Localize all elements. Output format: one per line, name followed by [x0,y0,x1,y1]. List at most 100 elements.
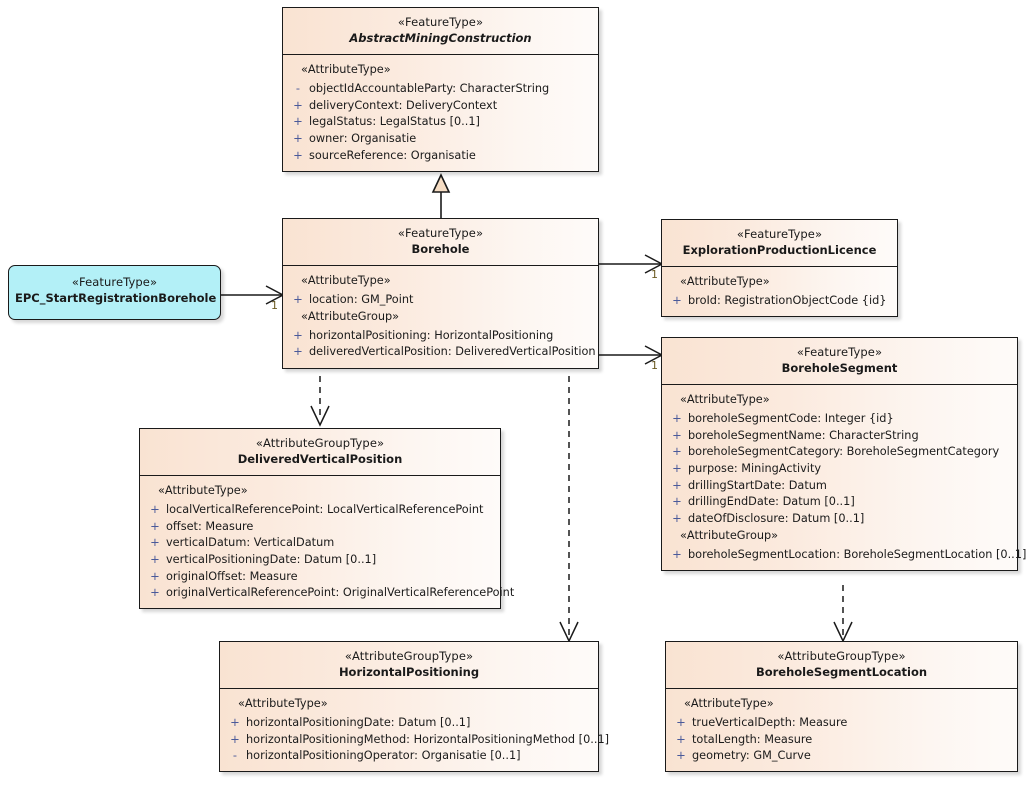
visibility-marker: + [293,114,303,129]
class-stereotype: «AttributeGroupType» [344,649,474,663]
attribute-text: horizontalPositioningMethod: HorizontalP… [246,732,610,746]
visibility-marker: + [150,568,160,583]
class-name: Borehole [411,242,470,257]
attribute-row[interactable]: + boreholeSegmentCategory: BoreholeSegme… [666,444,1013,461]
attribute-text: horizontalPositioningDate: Datum [0..1] [246,715,471,729]
class-borehole[interactable]: «FeatureType» Borehole «AttributeType» +… [282,218,599,369]
attribute-row[interactable]: + originalOffset: Measure [144,568,496,585]
attribute-row[interactable]: + legalStatus: LegalStatus [0..1] [287,114,594,131]
attribute-group-label: «AttributeType» [680,275,770,289]
visibility-marker: + [230,731,240,746]
class-name: BoreholeSegmentLocation [755,665,928,680]
class-epc-startregistrationborehole[interactable]: «FeatureType» EPC_StartRegistrationBoreh… [8,265,221,320]
attribute-text: sourceReference: Organisatie [309,148,476,162]
visibility-marker: - [295,80,301,95]
attribute-row[interactable]: + deliveredVerticalPosition: DeliveredVe… [287,344,596,361]
attribute-row[interactable]: + trueVerticalDepth: Measure [670,714,1013,731]
visibility-marker: + [672,477,682,492]
visibility-marker: + [672,444,682,459]
attribute-row[interactable]: + location: GM_Point [287,291,594,308]
class-body-boreholesegmentlocation: «AttributeType» + trueVerticalDepth: Mea… [666,689,1017,771]
attribute-text: originalOffset: Measure [166,569,298,583]
attribute-text: deliveredVerticalPosition: DeliveredVert… [309,345,596,359]
attribute-group-label: «AttributeType» [684,697,774,711]
visibility-marker: + [672,460,682,475]
attribute-text: horizontalPositioning: HorizontalPositio… [309,328,554,342]
attribute-row[interactable]: + localVerticalReferencePoint: LocalVert… [144,501,496,518]
attribute-group-label: «AttributeGroup» [680,529,779,543]
attribute-row[interactable]: + drillingEndDate: Datum [0..1] [666,494,1013,511]
class-header-explorationproductionlicence: «FeatureType» ExplorationProductionLicen… [662,220,897,268]
attribute-row[interactable]: + boreholeSegmentLocation: BoreholeSegme… [666,546,1026,563]
class-stereotype: «FeatureType» [397,15,484,29]
class-body-borehole: «AttributeType» + location: GM_Point «At… [283,266,598,367]
visibility-marker: + [676,731,686,746]
visibility-marker: + [150,501,160,516]
attribute-row[interactable]: + totalLength: Measure [670,731,1013,748]
visibility-marker: + [676,748,686,763]
attribute-row[interactable]: + geometry: GM_Curve [670,748,1013,765]
attribute-text: boreholeSegmentLocation: BoreholeSegment… [688,547,1027,561]
attribute-text: drillingStartDate: Datum [688,478,827,492]
attribute-text: deliveryContext: DeliveryContext [309,98,498,112]
class-header-deliveredverticalposition: «AttributeGroupType» DeliveredVerticalPo… [140,429,500,477]
class-horizontalpositioning[interactable]: «AttributeGroupType» HorizontalPositioni… [219,641,609,773]
visibility-marker: + [293,327,303,342]
attribute-row[interactable]: + deliveryContext: DeliveryContext [287,97,594,114]
visibility-marker: + [150,585,160,600]
visibility-marker: + [293,147,303,162]
attribute-row[interactable]: + broId: RegistrationObjectCode {id} [666,292,893,309]
attribute-row[interactable]: + sourceReference: Organisatie [287,147,594,164]
attribute-text: boreholeSegmentCategory: BoreholeSegment… [688,445,1000,459]
class-abstractminingconstruction[interactable]: «FeatureType» AbstractMiningConstruction… [282,7,599,172]
attribute-row[interactable]: + drillingStartDate: Datum [666,477,1013,494]
visibility-marker: + [293,97,303,112]
class-explorationproductionlicence[interactable]: «FeatureType» ExplorationProductionLicen… [661,219,898,318]
visibility-marker: + [293,344,303,359]
class-header-horizontalpositioning: «AttributeGroupType» HorizontalPositioni… [220,642,598,690]
dependency-borehole-to-horizontalpositioning [559,376,579,643]
attribute-row[interactable]: + purpose: MiningActivity [666,460,1013,477]
attribute-row[interactable]: - horizontalPositioningOperator: Organis… [224,748,594,765]
dependency-borehole-to-deliveredverticalposition [310,376,330,427]
attribute-text: boreholeSegmentName: CharacterString [688,428,919,442]
multiplicity-epc-to-borehole: 1 [271,299,278,312]
multiplicity-borehole-to-epl: 1 [651,268,658,281]
attribute-row[interactable]: + verticalPositioningDate: Datum [0..1] [144,551,496,568]
attribute-row[interactable]: + boreholeSegmentName: CharacterString [666,427,1013,444]
attribute-row[interactable]: + verticalDatum: VerticalDatum [144,535,496,552]
class-body-explorationproductionlicence: «AttributeType» + broId: RegistrationObj… [662,267,897,316]
attribute-row[interactable]: + offset: Measure [144,518,496,535]
attribute-row[interactable]: + originalVerticalReferencePoint: Origin… [144,585,514,602]
class-header-borehole: «FeatureType» Borehole [283,219,598,267]
attribute-row[interactable]: - objectIdAccountableParty: CharacterStr… [287,80,594,97]
attribute-text: drillingEndDate: Datum [0..1] [688,495,855,509]
visibility-marker: + [676,714,686,729]
attribute-row[interactable]: + dateOfDisclosure: Datum [0..1] [666,510,1013,527]
attribute-text: originalVerticalReferencePoint: Original… [166,586,515,600]
attribute-group-label: «AttributeType» [680,393,770,407]
attribute-row[interactable]: + horizontalPositioning: HorizontalPosit… [287,327,594,344]
class-stereotype: «AttributeGroupType» [777,649,906,663]
class-stereotype: «AttributeGroupType» [255,436,385,450]
class-boreholesegmentlocation[interactable]: «AttributeGroupType» BoreholeSegmentLoca… [665,641,1018,773]
attribute-row[interactable]: + owner: Organisatie [287,130,594,147]
attribute-row[interactable]: + horizontalPositioningMethod: Horizonta… [224,731,609,748]
attribute-row[interactable]: + boreholeSegmentCode: Integer {id} [666,410,1013,427]
visibility-marker: + [672,410,682,425]
class-name: EPC_StartRegistrationBorehole [15,291,217,306]
visibility-marker: + [293,130,303,145]
class-body-deliveredverticalposition: «AttributeType» + localVerticalReference… [140,476,514,608]
attribute-text: totalLength: Measure [692,732,813,746]
class-body-abstractminingconstruction: «AttributeType» - objectIdAccountablePar… [283,55,598,170]
visibility-marker: + [293,291,303,306]
attribute-group-label: «AttributeType» [158,484,248,498]
class-name: HorizontalPositioning [338,665,480,680]
multiplicity-borehole-to-segment: 1 [651,359,658,372]
class-deliveredverticalposition[interactable]: «AttributeGroupType» DeliveredVerticalPo… [139,428,514,610]
visibility-marker: - [232,748,238,763]
attribute-text: verticalDatum: VerticalDatum [166,536,335,550]
attribute-text: dateOfDisclosure: Datum [0..1] [688,511,865,525]
class-boreholesegment[interactable]: «FeatureType» BoreholeSegment «Attribute… [661,337,1026,571]
attribute-row[interactable]: + horizontalPositioningDate: Datum [0..1… [224,714,594,731]
